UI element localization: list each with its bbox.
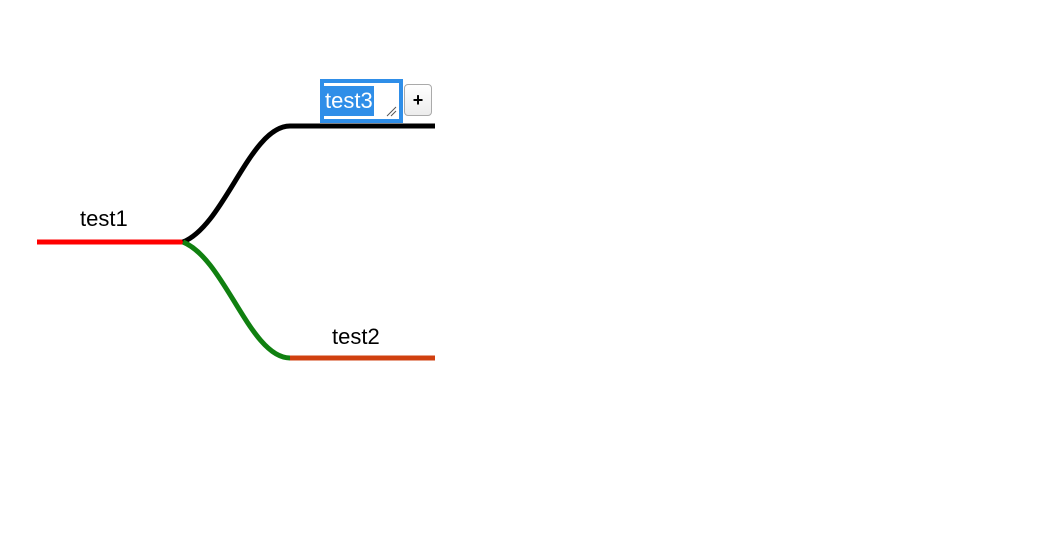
connector-to-test3 <box>181 123 291 245</box>
root-node-label[interactable]: test1 <box>80 206 128 231</box>
selected-text-highlight: test3 <box>324 86 374 116</box>
node-edit-box: test3 <box>320 79 403 123</box>
connector-to-test2 <box>181 239 291 361</box>
child-node-label-test2[interactable]: test2 <box>332 324 380 349</box>
add-child-button[interactable]: + <box>404 84 432 116</box>
resize-grip-icon[interactable] <box>385 105 397 117</box>
